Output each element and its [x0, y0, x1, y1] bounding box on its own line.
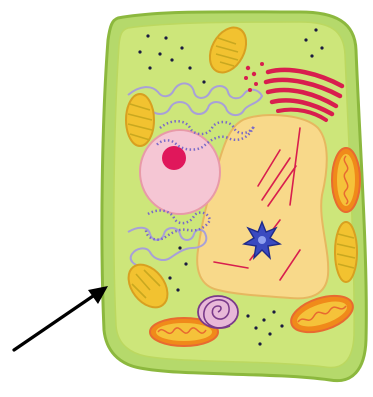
- nucleolus: [162, 146, 186, 170]
- chloroplast-left-top: [126, 94, 154, 146]
- mitochondrion-right: [332, 148, 360, 212]
- chloroplast-right: [335, 222, 357, 282]
- lysosome: [198, 296, 238, 328]
- druse-crystal-core: [258, 236, 266, 244]
- arrow-icon: [14, 286, 108, 350]
